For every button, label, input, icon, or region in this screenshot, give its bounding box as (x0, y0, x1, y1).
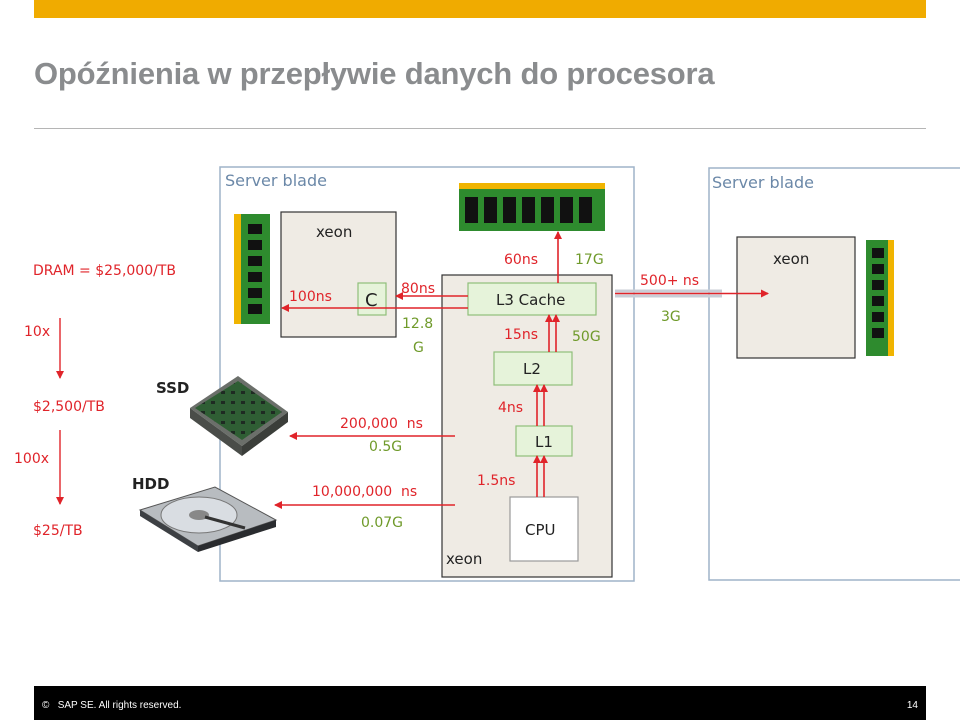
ram-module-top (459, 183, 605, 231)
latency-hdd: 10,000,000 ns (312, 484, 417, 500)
latency-ram: 60ns (504, 252, 538, 268)
hdd-label: HDD (132, 475, 169, 493)
latency-local-core: 100ns (289, 289, 332, 305)
server-blade-right-label: Server blade (712, 173, 814, 192)
cost-hdd: $25/TB (33, 523, 83, 539)
latency-cpu: 1.5ns (477, 473, 515, 489)
cost-ssd: $2,500/TB (33, 399, 105, 415)
l3-cache-label: L3 Cache (496, 291, 565, 309)
cpu-socket-left-label: xeon (316, 223, 352, 241)
bandwidth-hdd: 0.07G (361, 515, 403, 531)
cpu-socket-remote-label: xeon (773, 250, 809, 268)
cost-dram: DRAM = $25,000/TB (33, 263, 176, 279)
bandwidth-ram: 17G (575, 252, 604, 268)
ssd-label: SSD (156, 379, 189, 397)
server-blade-right (709, 168, 960, 580)
latency-l2: 15ns (504, 327, 538, 343)
l1-cache-label: L1 (535, 433, 553, 451)
ram-module-right (866, 240, 894, 356)
footer-copyright: © SAP SE. All rights reserved. (42, 700, 181, 711)
page-number: 14 (907, 700, 918, 711)
footer-bar: © SAP SE. All rights reserved. 14 (34, 686, 926, 720)
cpu-socket-main-label: xeon (446, 550, 482, 568)
bandwidth-l2: 50G (572, 329, 601, 345)
latency-l3-to-c: 80ns (401, 281, 435, 297)
latency-diagram: Server blade Server blade xeon C xeon L3… (0, 0, 960, 686)
latency-ssd: 200,000 ns (340, 416, 423, 432)
bandwidth-ssd: 0.5G (369, 439, 402, 455)
latency-remote: 500+ ns (640, 273, 699, 289)
cpu-label: CPU (525, 521, 556, 539)
cost-ratio-1: 10x (24, 324, 50, 340)
bandwidth-remote: 3G (661, 309, 681, 325)
latency-l1: 4ns (498, 400, 523, 416)
bandwidth-l3-to-c-1: 12.8 (402, 316, 433, 332)
l2-cache-label: L2 (523, 360, 541, 378)
bandwidth-l3-to-c-2: G (413, 340, 424, 356)
server-blade-left-label: Server blade (225, 171, 327, 190)
cost-ratio-2: 100x (14, 451, 49, 467)
ram-module-left (234, 214, 270, 324)
